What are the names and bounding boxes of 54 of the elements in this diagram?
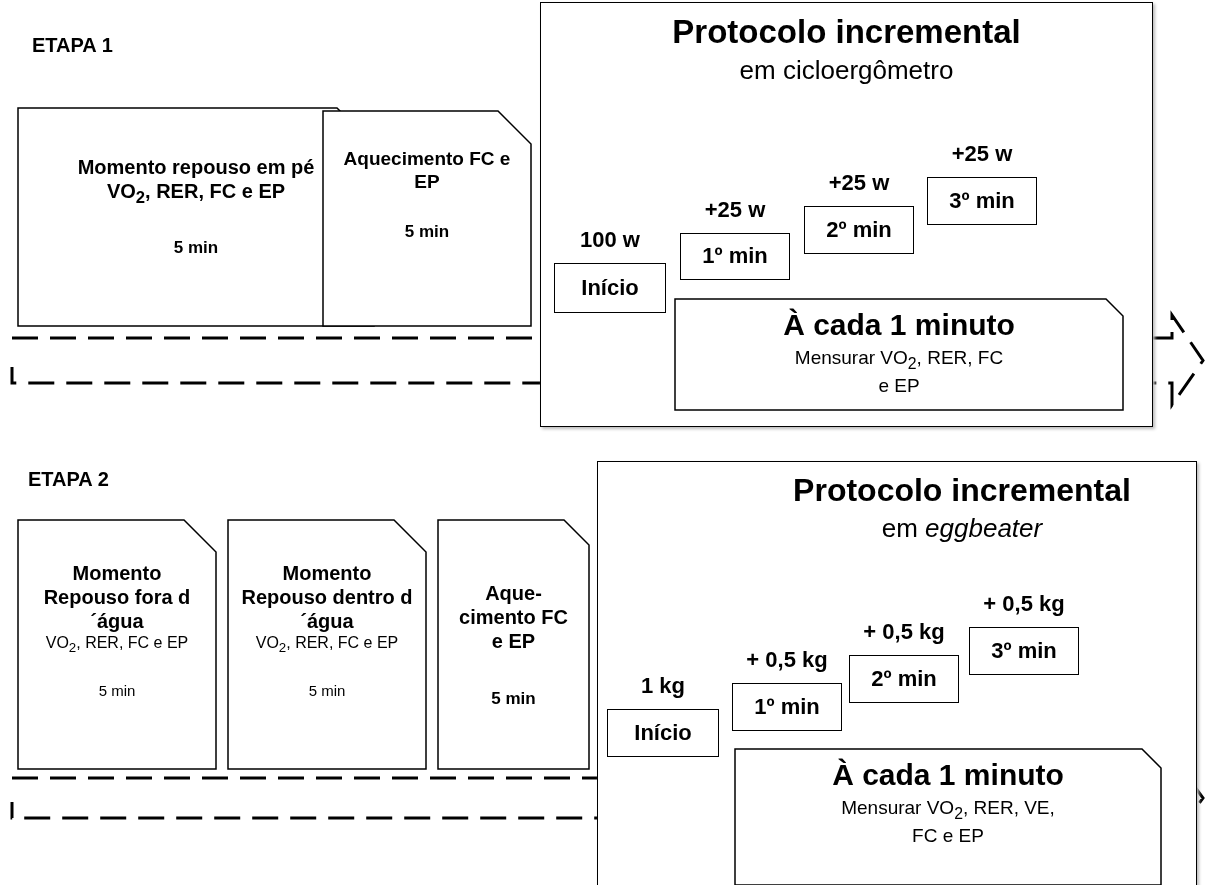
stage-card (437, 519, 590, 770)
stage-title: Momento Repouso dentro d´água (240, 561, 414, 633)
measurement-title: À cada 1 minuto (831, 758, 1065, 792)
stage-heading: ETAPA 2 (28, 468, 109, 491)
step-box (680, 233, 790, 280)
measurement-text: Mensurar VO$_{2}$, RER, FC e EP (793, 346, 1005, 399)
step-box (607, 709, 719, 757)
duration-text: 5 min (307, 682, 347, 701)
step-box (554, 263, 666, 313)
load-text: + 0,5 kg (982, 591, 1066, 617)
protocol-title: Protocolo incremental (792, 472, 1132, 509)
stage-details: 5 min (403, 221, 451, 242)
step-box (732, 683, 842, 731)
stage-card (227, 519, 427, 770)
step-text: 3º min (948, 187, 1016, 215)
protocol-panel (540, 2, 1153, 427)
load-text: + 0,5 kg (745, 647, 829, 673)
measurement-text: Mensurar VO$_{2}$, RER, VE, FC e EP (840, 796, 1056, 849)
step-box (927, 177, 1037, 225)
step-box (969, 627, 1079, 675)
stage-details: VO$_{2}$, RER, FC e EP (254, 633, 400, 657)
step-text: 1º min (753, 693, 821, 721)
step-text: 1º min (701, 242, 769, 270)
step-text: Início (580, 274, 640, 302)
measurement-card (674, 298, 1124, 411)
duration-text: 5 min (172, 238, 220, 259)
load-text: 1 kg (640, 673, 686, 699)
protocol-subtitle: em cicloergômetro (738, 55, 955, 86)
stage-card (17, 519, 217, 770)
protocol-title: Protocolo incremental (671, 13, 1022, 51)
load-text: +25 w (827, 170, 891, 196)
step-text: 3º min (990, 637, 1058, 665)
protocol-subtitle: em eggbeater (880, 513, 1044, 544)
step-text: 2º min (825, 216, 893, 244)
duration-text: 5 min (97, 682, 137, 701)
measurement-card (734, 748, 1162, 885)
stage-details: 5 min (490, 689, 537, 710)
step-text: Início (633, 719, 693, 747)
stage-heading: ETAPA 1 (32, 34, 113, 57)
load-text: + 0,5 kg (862, 619, 946, 645)
stage-details: VO$_{2}$, RER, FC e EP (105, 179, 287, 208)
stage-title: Momento Repouso fora d´água (42, 561, 192, 633)
stage-card (322, 110, 532, 327)
step-box (804, 206, 914, 254)
step-box (849, 655, 959, 703)
step-text: 2º min (870, 665, 938, 693)
load-text: +25 w (703, 197, 767, 223)
stage-title: Aquecimento FC e EP (342, 148, 512, 194)
stage-details: VO$_{2}$, RER, FC e EP (44, 633, 190, 657)
measurement-title: À cada 1 minuto (782, 308, 1016, 342)
stage-title: Aque- cimento FC e EP (458, 581, 569, 653)
protocol-panel (597, 461, 1197, 885)
load-text: +25 w (950, 141, 1014, 167)
load-text: 100 w (579, 227, 641, 253)
